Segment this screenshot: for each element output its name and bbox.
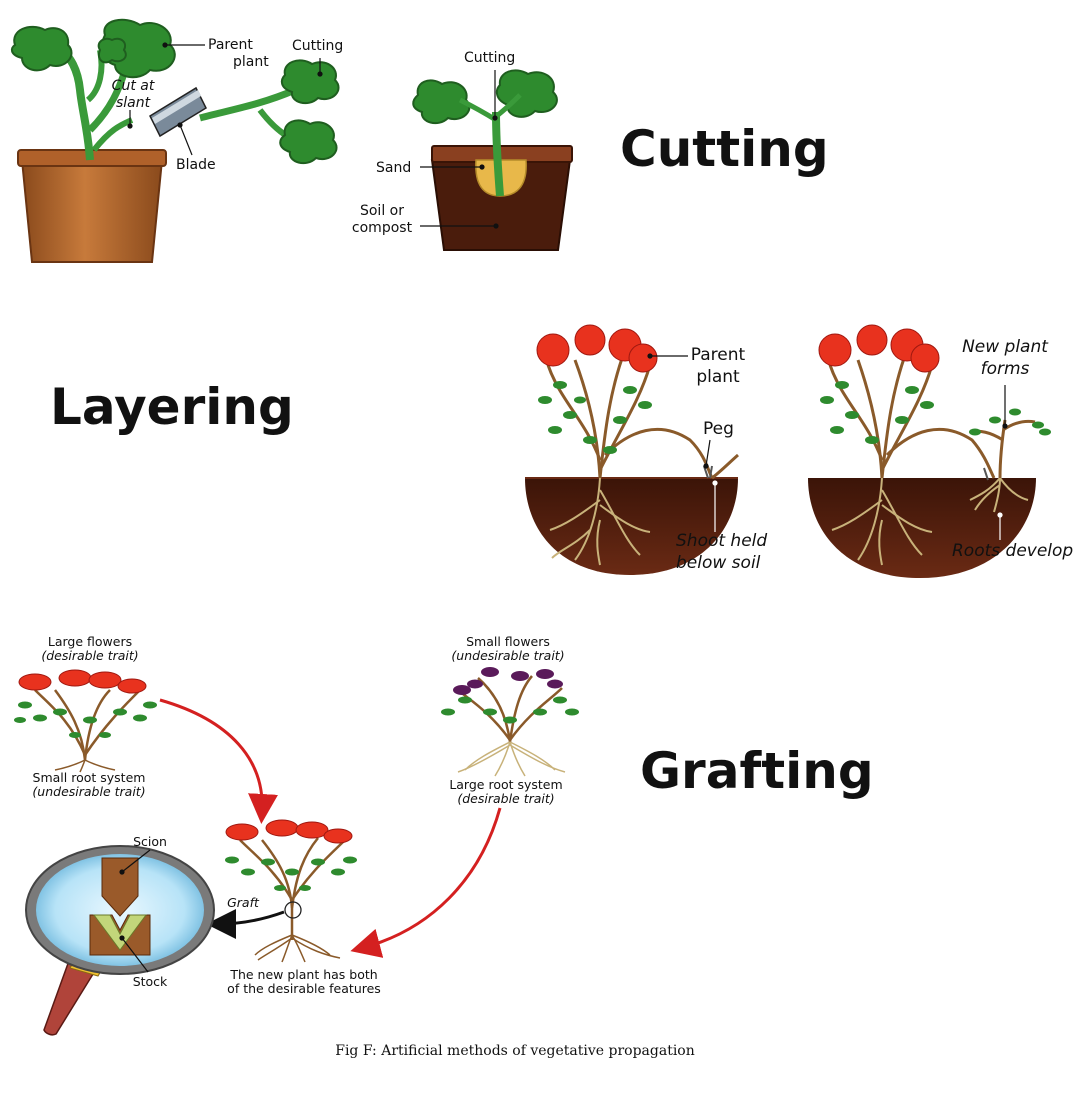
left-pot — [20, 159, 164, 263]
label-large-flowers-line1: Large flowers — [47, 634, 133, 649]
label-parent-plant-line1: Parent — [208, 37, 253, 53]
label-large-root-line1: Large root system — [449, 777, 563, 792]
label-large-root-system: Large root system (desirable trait) — [428, 778, 584, 806]
label-soil-or-compost: Soil or compost — [340, 203, 424, 237]
label-peg: Peg — [703, 419, 734, 439]
label-sand: Sand — [376, 160, 412, 176]
blade-icon — [149, 86, 207, 138]
label-cutting-left: Cutting — [292, 38, 344, 54]
label-small-flowers: Small flowers (undesirable trait) — [432, 635, 584, 663]
label-small-root-system: Small root system (undesirable trait) — [14, 771, 164, 799]
label-blade: Blade — [176, 157, 216, 173]
label-cut-at-slant: Cut at slant — [105, 78, 161, 112]
arrow-stock-to-new — [350, 807, 502, 958]
label-small-root-line1: Small root system — [32, 770, 146, 785]
label-parent-plant: Parent plant — [208, 37, 269, 71]
graft-arrow — [206, 908, 285, 939]
label-new-plant-line1: New plant — [962, 337, 1048, 357]
label-scion: Scion — [133, 834, 167, 849]
heading-cutting: Cutting — [620, 120, 829, 178]
label-large-root-line2: (desirable trait) — [457, 791, 555, 806]
label-shoot-line1: Shoot held — [676, 531, 768, 551]
label-roots-develop: Roots develop — [952, 541, 1074, 561]
layering-parent-group — [525, 324, 739, 575]
label-small-root-line2: (undesirable trait) — [32, 784, 146, 799]
label-small-flowers-line2: (undesirable trait) — [451, 648, 565, 663]
label-cut-at-slant-line2: slant — [115, 95, 151, 111]
label-shoot-line2: below soil — [676, 553, 761, 573]
label-stock: Stock — [132, 974, 168, 989]
label-new-plant-both-line1: The new plant has both — [230, 967, 378, 982]
figure-caption: Fig F: Artificial methods of vegetative … — [335, 1043, 695, 1059]
label-large-flowers: Large flowers (desirable trait) — [22, 635, 158, 663]
label-new-plant-forms: New plant forms — [962, 336, 1048, 380]
label-new-plant-both: The new plant has both of the desirable … — [196, 968, 412, 996]
label-cutting-right: Cutting — [464, 50, 516, 66]
label-soil-line1: Soil or — [359, 203, 404, 219]
label-small-flowers-line1: Small flowers — [466, 634, 550, 649]
cutting-parent-pot-group — [10, 18, 340, 263]
cutting-sand-pot-group — [412, 69, 573, 251]
label-layering-parent-plant: Parent plant — [688, 344, 748, 388]
heading-grafting: Grafting — [640, 742, 874, 800]
label-large-flowers-line2: (desirable trait) — [41, 648, 139, 663]
grafting-group — [14, 667, 579, 1036]
label-soil-line2: compost — [351, 220, 413, 236]
label-parent-plant-line2: plant — [233, 54, 269, 70]
label-cut-at-slant-line1: Cut at — [111, 78, 155, 94]
layering-new-plant-group — [808, 324, 1051, 578]
magnifier-icon — [25, 845, 215, 1036]
heading-layering: Layering — [50, 378, 294, 436]
soil-mound-2 — [808, 478, 1036, 578]
label-new-plant-both-line2: of the desirable features — [227, 981, 381, 996]
label-layering-parent-line1: Parent — [690, 345, 746, 365]
label-layering-parent-line2: plant — [696, 367, 740, 387]
label-shoot-held: Shoot held below soil — [676, 530, 768, 574]
label-graft: Graft — [227, 895, 259, 910]
label-new-plant-line2: forms — [980, 359, 1030, 379]
arrow-scion-to-new — [159, 698, 278, 824]
